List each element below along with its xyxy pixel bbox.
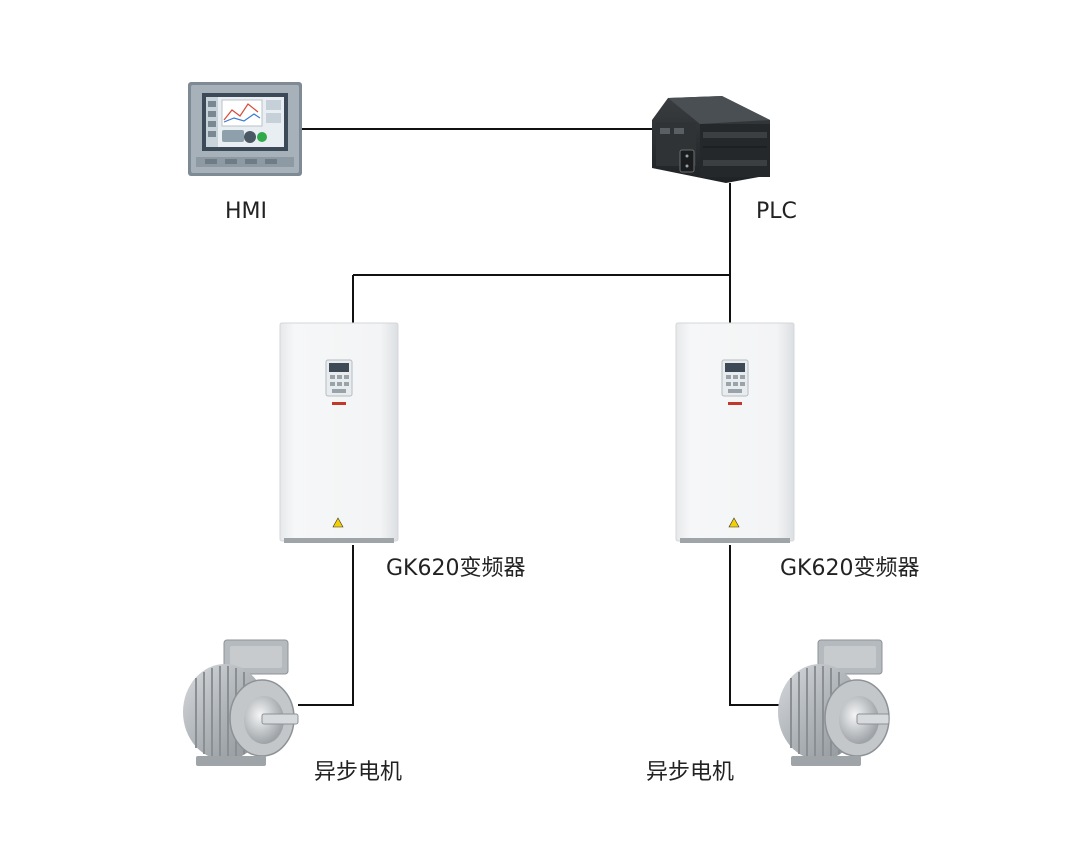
label-hmi: HMI [225, 199, 268, 224]
wires [298, 128, 784, 706]
motor-right-device-icon [778, 639, 890, 766]
plc-device-icon [652, 96, 770, 183]
label-motor-right: 异步电机 [646, 760, 735, 785]
inverter-left-device-icon [279, 322, 399, 543]
inverter-right-device-icon [675, 322, 795, 543]
label-inverter-left: GK620变频器 [386, 556, 526, 581]
label-inverter-right: GK620变频器 [780, 556, 920, 581]
wire-left-inverter-to-motor [298, 545, 354, 706]
wire-right-inverter-to-motor [729, 545, 784, 706]
hmi-device-icon [188, 82, 302, 176]
motor-left-device-icon [183, 639, 299, 766]
label-plc: PLC [756, 199, 797, 224]
label-motor-left: 异步电机 [314, 760, 403, 785]
